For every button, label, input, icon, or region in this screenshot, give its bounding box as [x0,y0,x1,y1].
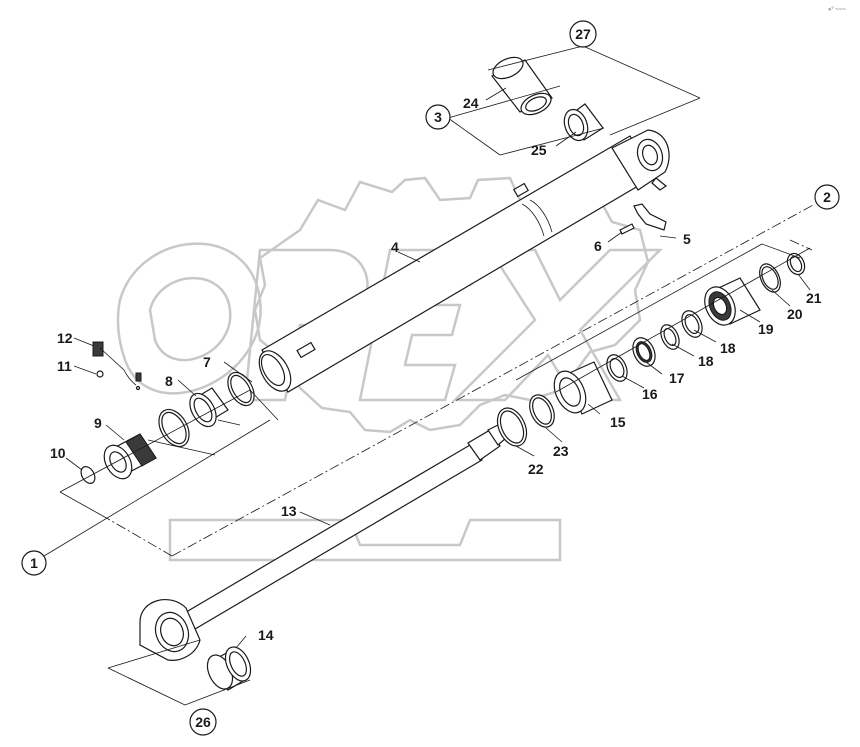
barrel-eye-end [611,129,670,191]
callout-9[interactable]: 9 [94,415,102,431]
part-16-ring [606,354,628,382]
callout-24[interactable]: 24 [463,95,479,111]
callout-1[interactable]: 1 [21,550,47,576]
part-21-ring [786,252,806,276]
callout-16[interactable]: 16 [642,386,658,402]
callout-6[interactable]: 6 [594,238,602,254]
part-18-ring-a [660,324,680,350]
part-11-ball [96,370,104,378]
callout-19[interactable]: 19 [758,321,774,337]
callout-18a[interactable]: 18 [698,353,714,369]
callout-8[interactable]: 8 [165,373,173,389]
piston-rod [175,424,507,633]
callout-12[interactable]: 12 [57,330,73,346]
callout-14[interactable]: 14 [258,627,274,643]
callout-11[interactable]: 11 [57,358,72,374]
part-18-ring-b [681,310,703,338]
callout-22[interactable]: 22 [528,461,544,477]
part-24-pin [491,56,553,116]
part-14-bushing [206,646,252,691]
part-7-ring [227,371,255,407]
callout-27[interactable]: 27 [569,20,597,48]
part-8-bushing [189,387,229,428]
callout-5[interactable]: 5 [683,231,691,247]
corner-mark: »° ~~~ [828,7,846,13]
callout-27-label: 27 [575,26,591,42]
callout-4[interactable]: 4 [391,239,399,255]
part-17-ring [632,337,656,367]
seal-ring [158,408,190,448]
callout-25[interactable]: 25 [531,142,547,158]
callout-18b[interactable]: 18 [720,340,736,356]
part-15-piston [553,361,613,415]
part-5-bracket [633,203,667,231]
callout-7[interactable]: 7 [203,354,211,370]
callout-1-label: 1 [30,555,38,571]
callout-10[interactable]: 10 [50,445,66,461]
part-22-ring [496,407,528,447]
callout-2-label: 2 [823,189,831,205]
part-10-o-ring [80,466,96,484]
leader-lines [43,45,816,706]
callout-26[interactable]: 26 [189,708,217,736]
callout-20[interactable]: 20 [787,306,803,322]
callout-15[interactable]: 15 [610,414,626,430]
callout-3[interactable]: 3 [425,104,451,130]
part-12-grease-nipple [92,341,142,391]
part-19-nut [704,277,761,326]
callout-2[interactable]: 2 [814,184,840,210]
callout-13[interactable]: 13 [281,503,297,519]
callout-3-label: 3 [434,109,442,125]
callout-26-label: 26 [195,714,211,730]
callout-23[interactable]: 23 [553,443,569,459]
part-23-ring [529,394,555,428]
callout-17[interactable]: 17 [669,370,685,386]
callout-21[interactable]: 21 [806,290,822,306]
part-20-ring [759,263,781,293]
part-9-gland [103,433,157,480]
